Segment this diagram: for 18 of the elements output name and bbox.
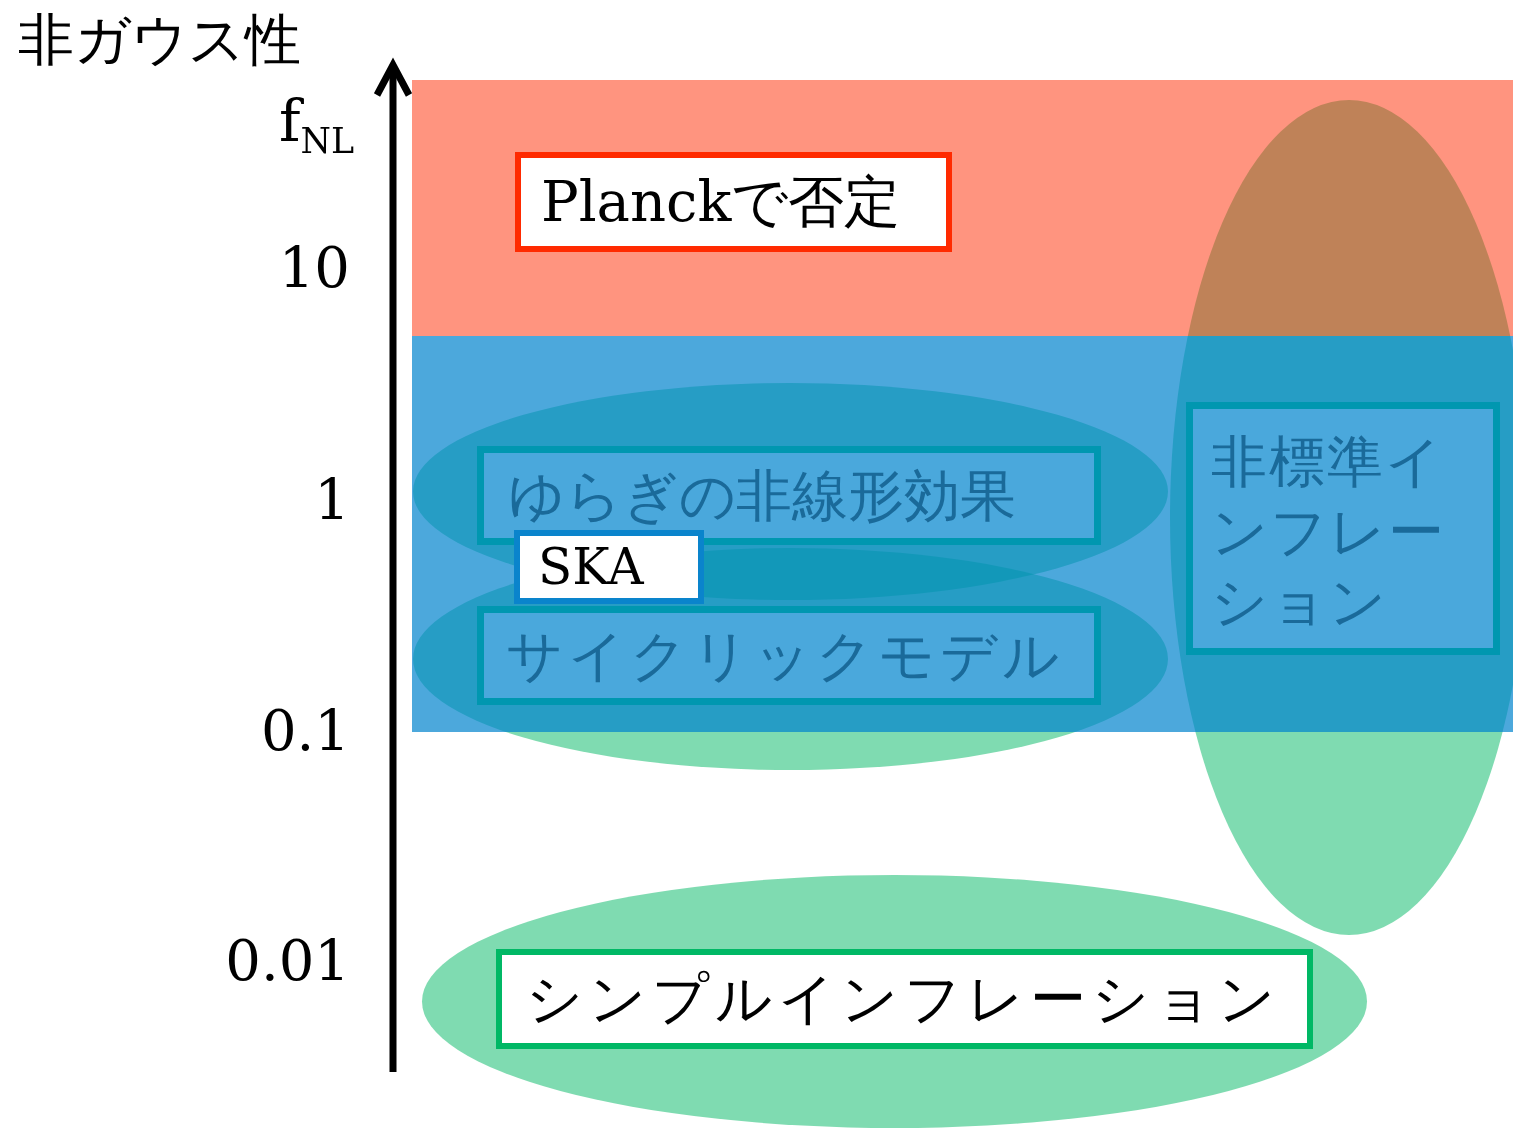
range-band (412, 80, 1513, 336)
range-ellipse (422, 875, 1367, 1128)
text-box (496, 949, 1313, 1049)
axis-tick-label: 10 (277, 240, 350, 296)
region-label: シンプルインフレーション (526, 965, 1281, 1033)
axis-tick-label: 0.1 (259, 703, 350, 759)
region-label: Planckで否定 (541, 168, 901, 236)
text-box (477, 446, 1101, 545)
region-label: 非標準インフレーション (1211, 428, 1447, 636)
text-box (1186, 402, 1500, 655)
region-label: SKA (538, 536, 644, 598)
region-label: ゆらぎの非線形効果 (508, 461, 1016, 530)
text-box (515, 152, 952, 252)
axis-title: 非ガウス性 (18, 12, 302, 68)
region-label: サイクリックモデル (506, 621, 1064, 690)
axis-tick-label: 0.01 (224, 933, 350, 989)
axis-tick-label: f$_{NL}$ (277, 92, 354, 159)
axis-tick-label: 1 (313, 472, 350, 528)
